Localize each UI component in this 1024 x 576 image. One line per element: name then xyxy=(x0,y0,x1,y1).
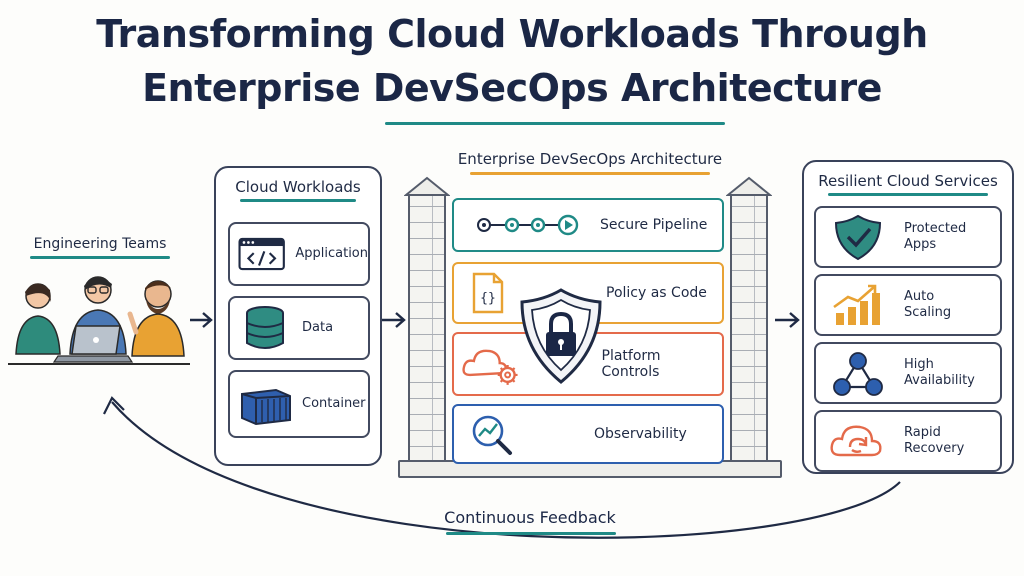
feedback-arrowhead xyxy=(103,396,125,415)
shield-check-icon xyxy=(834,214,882,261)
shipping-container-icon xyxy=(241,388,291,426)
engineering-teams-label: Engineering Teams xyxy=(33,236,167,252)
cloud-workloads-underline xyxy=(240,199,356,202)
arrow-teams-to-workloads xyxy=(190,312,213,328)
architecture-title: Enterprise DevSecOps Architecture xyxy=(457,150,723,168)
page-title-line-2: Enterprise DevSecOps Architecture xyxy=(142,66,882,110)
layer-label-policy-as-code: Policy as Code xyxy=(606,285,707,301)
service-label-auto-scaling: Auto Scaling xyxy=(904,288,952,320)
workload-label-data: Data xyxy=(302,319,334,335)
layer-policy-as-code: {} Policy as Code xyxy=(452,262,724,324)
layer-label-secure-pipeline: Secure Pipeline xyxy=(600,217,708,233)
service-card-high-availability: High Availability xyxy=(814,342,1002,404)
resilient-services-title: Resilient Cloud Services xyxy=(818,172,998,190)
left-pillar-cap xyxy=(403,176,451,196)
bar-growth-icon xyxy=(833,284,880,325)
cloud-refresh-icon xyxy=(830,425,882,457)
service-label-high-availability: High Availability xyxy=(904,356,975,388)
continuous-feedback-underline xyxy=(446,532,616,535)
layer-secure-pipeline: Secure Pipeline xyxy=(452,198,724,252)
pipeline-icon xyxy=(477,214,579,236)
engineering-team-illustration-icon xyxy=(8,276,190,365)
feedback-curve xyxy=(111,401,901,539)
workload-label-application: Application xyxy=(295,245,368,261)
database-icon xyxy=(246,306,284,349)
right-pillar xyxy=(730,194,768,464)
code-file-icon: {} xyxy=(472,272,504,314)
page-title-line-1: Transforming Cloud Workloads Through xyxy=(96,12,928,56)
service-card-auto-scaling: Auto Scaling xyxy=(814,274,1002,336)
service-card-protected-apps: Protected Apps xyxy=(814,206,1002,268)
service-label-rapid-recovery: Rapid Recovery xyxy=(904,424,965,456)
workload-label-container: Container xyxy=(302,395,366,411)
layer-observability: Observability xyxy=(452,404,724,464)
left-pillar xyxy=(408,194,446,464)
svg-text:{}: {} xyxy=(480,291,496,306)
workload-card-container: Container xyxy=(228,370,370,438)
engineering-teams-underline xyxy=(30,256,170,259)
shield-lock-icon xyxy=(520,288,602,384)
service-card-rapid-recovery: Rapid Recovery xyxy=(814,410,1002,472)
code-window-icon xyxy=(238,237,285,271)
resilient-services-underline xyxy=(828,193,988,196)
arrow-architecture-to-services xyxy=(775,312,800,328)
right-pillar-cap xyxy=(725,176,773,196)
layer-label-platform-controls: Platform Controls xyxy=(601,348,661,380)
layer-label-observability: Observability xyxy=(594,426,687,442)
cloud-workloads-title: Cloud Workloads xyxy=(235,178,361,196)
architecture-underline xyxy=(470,172,710,175)
service-label-protected-apps: Protected Apps xyxy=(904,220,967,252)
arrow-workloads-to-architecture xyxy=(381,312,406,328)
magnifier-chart-icon xyxy=(472,415,512,455)
title-underline xyxy=(385,122,725,125)
continuous-feedback-label: Continuous Feedback xyxy=(444,508,616,527)
cloud-gear-icon xyxy=(462,349,518,385)
workload-card-application: Application xyxy=(228,222,370,286)
workload-card-data: Data xyxy=(228,296,370,360)
network-triangle-icon xyxy=(833,352,883,396)
